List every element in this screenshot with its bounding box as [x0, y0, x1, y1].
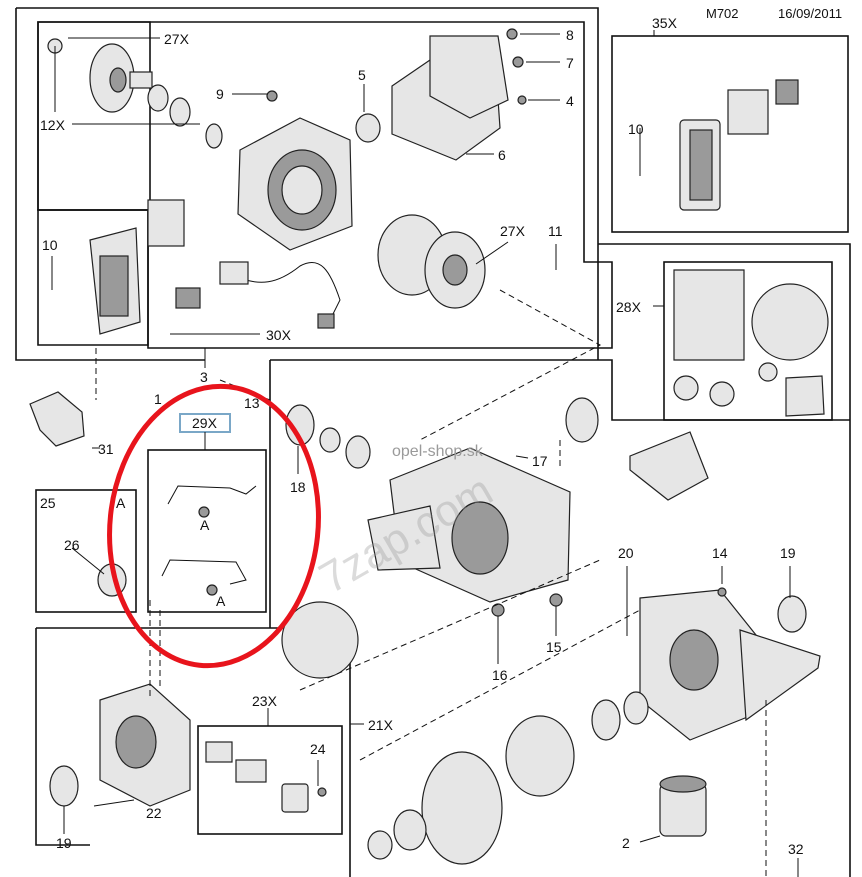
left-module-box — [37, 209, 149, 346]
gasket-set-28x — [673, 269, 829, 417]
bearing-18 — [285, 404, 371, 469]
highlight-circle-29x — [107, 383, 321, 669]
callout-3: 3 — [200, 369, 208, 385]
callout-30x: 30X — [266, 327, 292, 343]
wiring-harness-30x — [175, 261, 341, 329]
actuator-23x — [205, 741, 327, 813]
actuator-module-35x — [679, 79, 799, 211]
callout-28x: 28X — [616, 299, 642, 315]
box-25 — [35, 489, 137, 613]
leader-lines — [51, 30, 799, 877]
bolt-15 — [549, 593, 563, 607]
callout-14: 14 — [712, 545, 728, 561]
bolt-7 — [512, 56, 524, 68]
watermark-site: opel-shop.sk — [392, 443, 484, 460]
callout-15: 15 — [546, 639, 562, 655]
callout-7: 7 — [566, 55, 574, 71]
flange-assembly-12x — [47, 38, 223, 149]
bracket-31 — [29, 391, 85, 447]
callout-32: 32 — [788, 841, 804, 857]
diagram-date: 16/09/2011 — [778, 6, 842, 21]
callout-25: 25 — [40, 495, 56, 511]
callout-10-right: 10 — [628, 121, 644, 137]
bolt-8 — [506, 28, 518, 40]
callout-10-left: 10 — [42, 237, 58, 253]
actuator-module-left — [89, 199, 185, 335]
callout-a-box: A — [116, 495, 126, 511]
callout-19-right: 19 — [780, 545, 796, 561]
output-shaft-27x — [377, 214, 486, 309]
breather-tubes-29x — [161, 485, 257, 596]
lower-left-housing — [49, 683, 191, 807]
bolt-4 — [517, 95, 527, 105]
rear-differential-housing — [367, 447, 571, 603]
callout-35x: 35X — [652, 15, 678, 31]
callout-4: 4 — [566, 93, 574, 109]
pinion-gear — [565, 397, 709, 501]
bushing-2 — [659, 775, 707, 837]
callout-12x: 12X — [40, 117, 66, 133]
callout-18: 18 — [290, 479, 306, 495]
callout-13: 13 — [244, 395, 260, 411]
box-35x — [611, 35, 849, 233]
callout-22: 22 — [146, 805, 162, 821]
callout-19-left: 19 — [56, 835, 72, 851]
callout-21x: 21X — [368, 717, 394, 733]
box-29x — [147, 449, 267, 613]
cover-plate-6 — [391, 35, 509, 161]
callout-a-upper: A — [200, 517, 210, 533]
main-frame — [15, 7, 851, 877]
callout-labels: 27X 12X 9 5 8 7 4 6 10 27X 11 30X 3 1 13… — [40, 15, 804, 857]
callout-24: 24 — [310, 741, 326, 757]
callout-27x-mid: 27X — [500, 223, 526, 239]
box-23x — [197, 725, 343, 835]
callout-11: 11 — [548, 223, 563, 239]
callout-2: 2 — [622, 835, 630, 851]
callout-27x-top: 27X — [164, 31, 190, 47]
callout-16: 16 — [492, 667, 508, 683]
callout-31: 31 — [98, 441, 114, 457]
callout-a-lower: A — [216, 593, 226, 609]
callout-29x: 29X — [192, 415, 218, 431]
callout-20: 20 — [618, 545, 634, 561]
bearing-5 — [355, 113, 381, 143]
differential-cover-right — [639, 587, 821, 741]
transfer-case-housing — [237, 117, 353, 251]
callout-26: 26 — [64, 537, 80, 553]
callout-5: 5 — [358, 67, 366, 83]
gasket-21x — [281, 601, 359, 679]
callout-8: 8 — [566, 27, 574, 43]
bolt-9 — [266, 90, 278, 102]
callout-6: 6 — [498, 147, 506, 163]
callout-23x: 23X — [252, 693, 278, 709]
diagram-code: M702 — [706, 6, 739, 21]
callout-1: 1 — [154, 391, 162, 407]
ring-gear-assembly — [367, 691, 649, 865]
callout-17: 17 — [532, 453, 548, 469]
callout-9: 9 — [216, 86, 224, 102]
